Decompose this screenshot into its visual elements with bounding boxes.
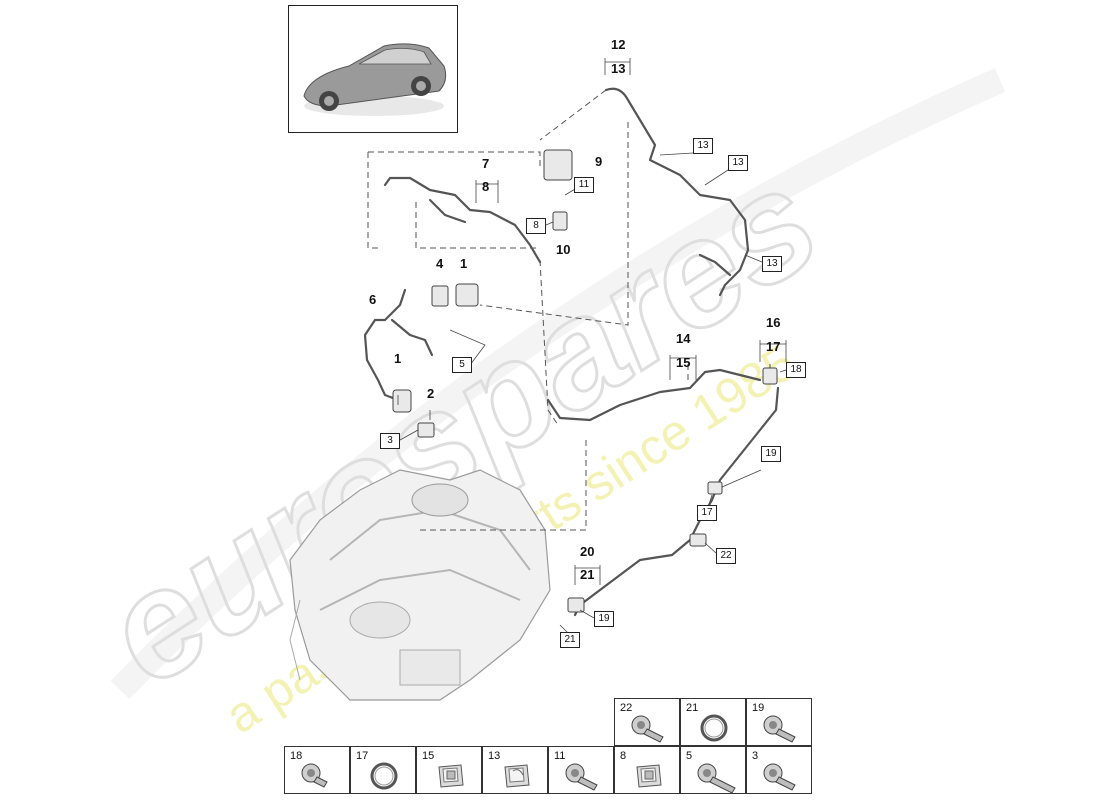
callout-8[interactable]: 8: [482, 179, 490, 194]
bolt-icon: [763, 763, 796, 791]
legend-cell[interactable]: 5: [680, 746, 746, 794]
callout-6[interactable]: 6: [369, 292, 377, 307]
legend-cell[interactable]: 18: [284, 746, 350, 794]
legend-cell[interactable]: 8: [614, 746, 680, 794]
legend-part-number: 18: [290, 750, 303, 762]
box-callout-3[interactable]: 3: [380, 433, 400, 449]
callout-14[interactable]: 14: [676, 331, 691, 346]
legend-cell[interactable]: 19: [746, 698, 812, 746]
callout-17[interactable]: 17: [766, 339, 781, 354]
callout-20[interactable]: 20: [580, 544, 595, 559]
legend-part-number: 21: [686, 702, 699, 714]
callout-15[interactable]: 15: [676, 355, 691, 370]
box-callout-18[interactable]: 18: [786, 362, 806, 378]
legend-part-number: 8: [620, 750, 627, 762]
seal-ring-icon: [700, 714, 728, 742]
callout-2[interactable]: 2: [427, 386, 435, 401]
clip-icon: [504, 764, 530, 788]
legend-part-number: 3: [752, 750, 759, 762]
legend-part-number: 17: [356, 750, 369, 762]
box-callout-11[interactable]: 11: [574, 177, 594, 193]
legend-part-number: 22: [620, 702, 633, 714]
bolt-icon: [301, 763, 328, 788]
callout-7[interactable]: 7: [482, 156, 490, 171]
legend-part-number: 5: [686, 750, 693, 762]
callout-13[interactable]: 13: [611, 61, 626, 76]
callout-1-upper[interactable]: 1: [460, 256, 468, 271]
callout-1-lower[interactable]: 1: [394, 351, 402, 366]
callout-12[interactable]: 12: [611, 37, 626, 52]
vehicle-thumbnail-icon: [303, 43, 447, 116]
callout-10[interactable]: 10: [556, 242, 571, 257]
bolt-icon: [763, 715, 796, 743]
callout-4[interactable]: 4: [436, 256, 444, 271]
bolt-icon: [565, 763, 598, 791]
bolt-icon: [697, 763, 736, 794]
clip-icon: [438, 764, 464, 788]
legend-part-number: 19: [752, 702, 765, 714]
vehicle-thumbnail[interactable]: [288, 5, 458, 133]
legend-cell[interactable]: 21: [680, 698, 746, 746]
callout-9[interactable]: 9: [595, 154, 603, 169]
seal-ring-icon: [370, 762, 398, 790]
legend-cell[interactable]: 22: [614, 698, 680, 746]
box-callout-5[interactable]: 5: [452, 357, 472, 373]
box-callout-13-c[interactable]: 13: [762, 256, 782, 272]
box-callout-17[interactable]: 17: [697, 505, 717, 521]
engine-icon[interactable]: [289, 469, 551, 701]
box-callout-19-a[interactable]: 19: [761, 446, 781, 462]
box-callout-21[interactable]: 21: [560, 632, 580, 648]
legend-cell[interactable]: 13: [482, 746, 548, 794]
legend-part-number: 13: [488, 750, 501, 762]
bolt-icon: [631, 715, 664, 743]
box-callout-8[interactable]: 8: [526, 218, 546, 234]
legend-cell[interactable]: 17: [350, 746, 416, 794]
box-callout-13-b[interactable]: 13: [728, 155, 748, 171]
legend-cell[interactable]: 3: [746, 746, 812, 794]
box-callout-22[interactable]: 22: [716, 548, 736, 564]
callout-21[interactable]: 21: [580, 567, 595, 582]
legend-part-number: 11: [554, 750, 566, 762]
legend-cell[interactable]: 15: [416, 746, 482, 794]
callout-16[interactable]: 16: [766, 315, 781, 330]
clip-icon: [636, 764, 662, 788]
legend-cell[interactable]: 11: [548, 746, 614, 794]
box-callout-13-a[interactable]: 13: [693, 138, 713, 154]
legend-part-number: 15: [422, 750, 435, 762]
box-callout-19-b[interactable]: 19: [594, 611, 614, 627]
